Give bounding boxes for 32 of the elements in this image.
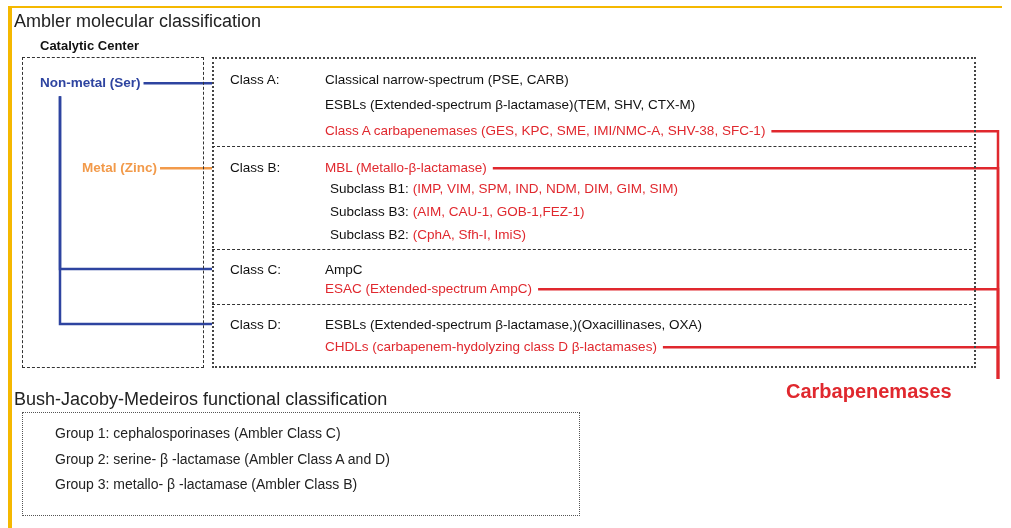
group-label: Carbapenemases — [786, 379, 952, 404]
class-description: ESBLs (Extended-spectrum β-lactamase)(TEM, SHV, CTX-M) — [325, 96, 696, 114]
class-description: ESBLs (Extended-spectrum β-lactamase,)(Oxacillinases, OXA) — [325, 316, 702, 334]
carbapenemase-text: ESAC (Extended-spectrum AmpC) — [325, 279, 533, 300]
group-item: Group 1: cephalosporinases (Ambler Class C) — [55, 424, 341, 443]
class-description: Classical narrow-spectrum (PSE, CARB) — [325, 71, 569, 89]
connector-line — [662, 345, 1000, 379]
class-description: (IMP, VIM, SPM, IND, NDM, DIM, GIM, SIM) — [412, 180, 679, 198]
group-item: Group 3: metallo- β -lactamase (Ambler Class B) — [55, 475, 358, 494]
catalytic-type-label: Non-metal (Ser) — [40, 73, 141, 94]
connector-line — [58, 96, 212, 326]
carbapenemase-text: MBL (Metallo-β-lactamase) — [325, 158, 487, 179]
connector-line — [160, 166, 212, 170]
class-description: Subclass B1: — [330, 180, 409, 198]
carbapenemase-text: Class A carbapenemases (GES, KPC, SME, IMI/NMC-A, SHV-38, SFC-1) — [325, 121, 766, 142]
class-label: Class D: — [230, 316, 281, 334]
class-label: Class C: — [230, 261, 281, 279]
connector-line — [143, 81, 212, 85]
class-description: AmpC — [325, 261, 363, 279]
group-heading: Bush-Jacoby-Medeiros functional classification — [14, 388, 388, 411]
class-label: Class B: — [230, 159, 281, 177]
class-description: Subclass B2: — [330, 226, 409, 244]
group-item: Group 2: serine- β -lactamase (Ambler Class A and D) — [55, 450, 390, 469]
carbapenemase-text: CHDLs (carbapenem-hydolyzing class D β-lactamases) — [325, 337, 657, 358]
class-description: Subclass B3: — [330, 203, 409, 221]
catalytic-type-label: Metal (Zinc) — [82, 158, 157, 179]
class-description: (CphA, Sfh-I, ImiS) — [412, 226, 527, 244]
class-description: (AIM, CAU-1, GOB-1,FEZ-1) — [412, 203, 585, 221]
dotted-frame — [212, 57, 976, 368]
group-heading: Catalytic Center — [40, 37, 139, 55]
class-label: Class A: — [230, 71, 280, 89]
diagram-title: Ambler molecular classification — [14, 10, 262, 33]
